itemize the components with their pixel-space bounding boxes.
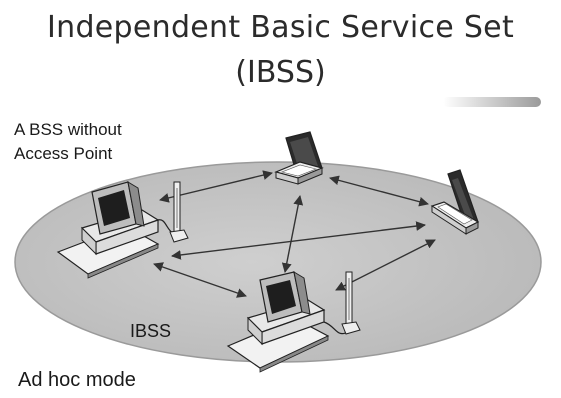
decorative-gradient-bar (443, 97, 541, 107)
antenna-icon (341, 271, 361, 335)
mode-caption: Ad hoc mode (18, 369, 136, 391)
slide-title-line2: (IBSS) (235, 55, 326, 90)
laptop-icon (430, 169, 480, 235)
desktop-computer-icon (56, 180, 175, 279)
bss-description-line1: A BSS without (14, 120, 122, 139)
slide-title-line1: Independent Basic Service Set (46, 10, 515, 45)
link-desktop1-desktop2 (153, 262, 247, 298)
link-laptop1-desktop2 (281, 195, 304, 273)
ibss-area-label: IBSS (130, 321, 172, 341)
link-laptop1-laptop2 (329, 175, 429, 207)
connection-lines (153, 170, 436, 298)
desktop-computer-icon (226, 270, 349, 373)
bss-description-line2: Access Point (14, 144, 113, 163)
bss-description: A BSS without Access Point (14, 118, 122, 166)
antenna-icon (169, 181, 189, 243)
laptop-icon (274, 131, 324, 185)
